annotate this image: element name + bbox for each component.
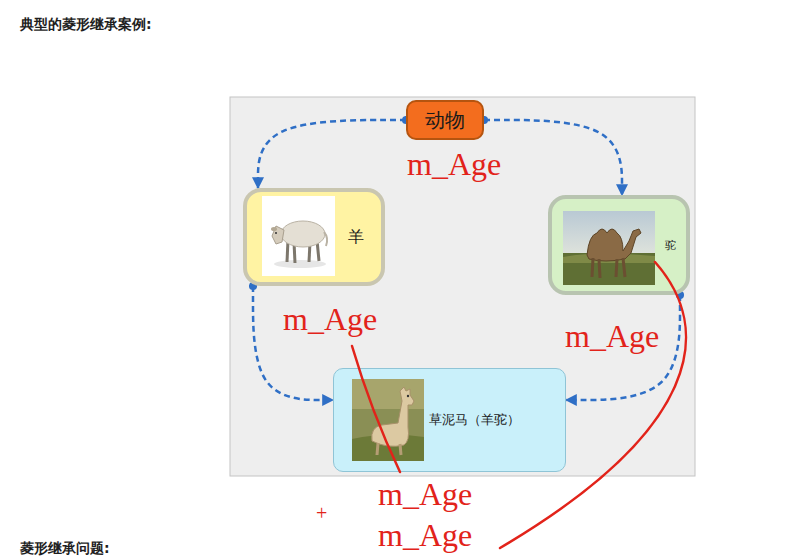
panel-ground (230, 97, 695, 476)
label-wrap: m_Age (407, 148, 501, 180)
label-wrap: m_Age (283, 303, 377, 335)
member-label: m_Age (283, 303, 377, 335)
member-label: m_Age (378, 519, 472, 551)
base-class-box: 动物 (406, 100, 484, 140)
heading-wrap: 典型的菱形继承案例: (20, 16, 152, 34)
member-label: m_Age (378, 478, 472, 510)
hand-drawn-leader (500, 262, 686, 548)
node-label: 动物 (425, 107, 465, 134)
section-heading: 菱形继承问题: (20, 540, 110, 558)
label-wrap: + (316, 503, 327, 523)
inheritance-arrow (258, 120, 406, 188)
sheep-picture (262, 196, 335, 276)
node-label: 羊 (348, 227, 364, 248)
diamond-child-box: 草泥马（羊驼） (333, 368, 566, 472)
diagram-title: 典型的菱形继承案例: (20, 16, 152, 34)
label-wrap: m_Age (378, 478, 472, 510)
plus-sign: + (316, 503, 327, 523)
derived-class-box: 羊 (243, 188, 385, 286)
camel-picture (563, 211, 655, 285)
member-label: m_Age (565, 320, 659, 352)
node-label: 草泥马（羊驼） (429, 411, 520, 429)
member-label: m_Age (407, 148, 501, 180)
heading-wrap: 菱形继承问题: (20, 540, 110, 558)
hand-drawn-leader (352, 346, 400, 472)
node-label: 驼 (665, 238, 676, 253)
alpaca-picture (352, 379, 424, 461)
label-wrap: m_Age (378, 519, 472, 551)
derived-class-box: 驼 (548, 195, 690, 295)
inheritance-arrow (566, 295, 680, 400)
label-wrap: m_Age (565, 320, 659, 352)
inheritance-arrow (484, 120, 622, 195)
